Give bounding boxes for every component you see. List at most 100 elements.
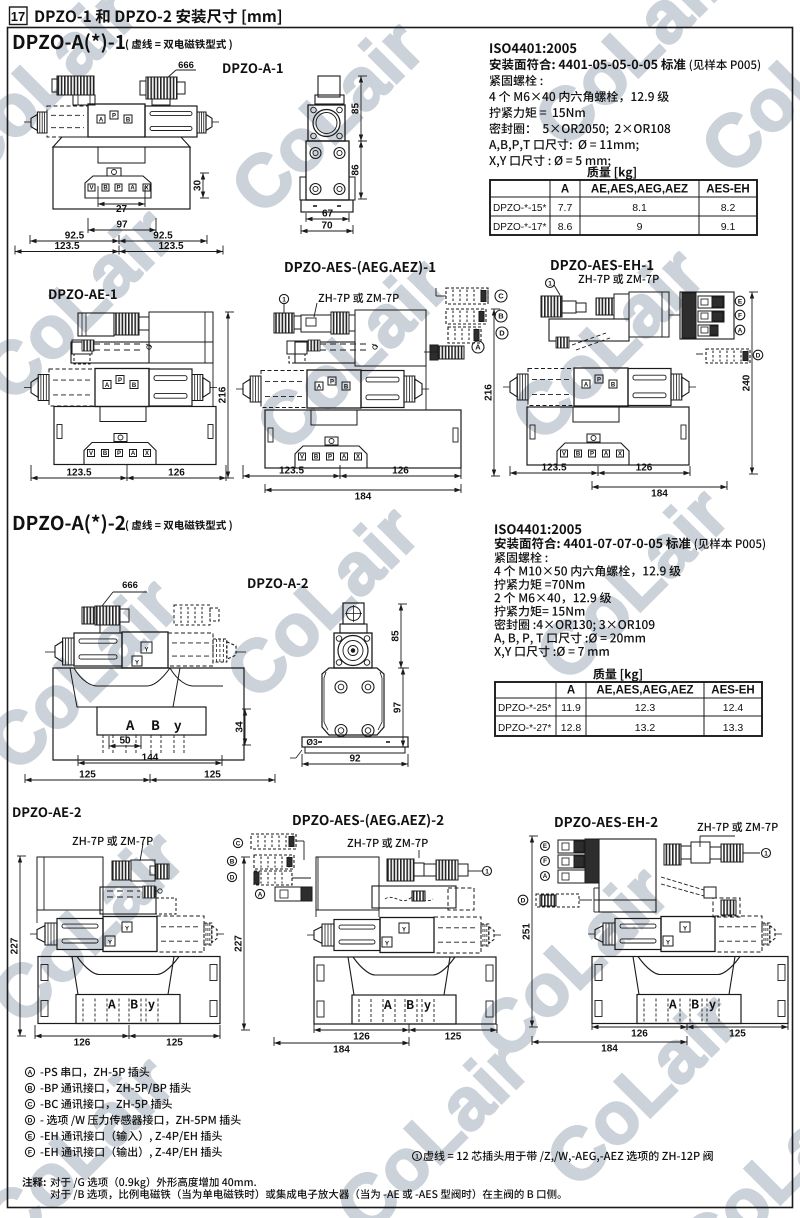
svg-text:251: 251 bbox=[522, 923, 533, 940]
svg-text:AES-EH: AES-EH bbox=[711, 685, 754, 697]
svg-text:B: B bbox=[132, 383, 137, 389]
svg-text:B: B bbox=[344, 384, 349, 390]
svg-text:Y: Y bbox=[144, 647, 148, 653]
svg-text:11.9: 11.9 bbox=[561, 702, 581, 714]
svg-text:Ø3: Ø3 bbox=[306, 737, 318, 747]
svg-text:P: P bbox=[597, 377, 601, 383]
svg-text:666: 666 bbox=[178, 60, 194, 71]
svg-text:97: 97 bbox=[393, 702, 404, 714]
svg-text:P: P bbox=[112, 113, 116, 119]
svg-text:Y: Y bbox=[385, 941, 389, 947]
svg-text:E: E bbox=[738, 298, 743, 305]
svg-text:85: 85 bbox=[351, 103, 362, 115]
svg-text:V: V bbox=[562, 451, 566, 457]
svg-text:P: P bbox=[590, 451, 594, 457]
svg-text:9.1: 9.1 bbox=[721, 221, 736, 233]
svg-text:7.7: 7.7 bbox=[558, 202, 573, 214]
svg-text:126: 126 bbox=[74, 1038, 91, 1049]
svg-text:C: C bbox=[236, 840, 241, 847]
svg-text:86: 86 bbox=[351, 164, 362, 176]
svg-text:F: F bbox=[543, 858, 547, 865]
svg-text:P: P bbox=[116, 185, 120, 191]
svg-text:123.5: 123.5 bbox=[541, 463, 566, 474]
svg-text:F: F bbox=[738, 312, 742, 319]
svg-text:184: 184 bbox=[601, 1044, 618, 1055]
svg-text:184: 184 bbox=[333, 1045, 350, 1056]
svg-text:12.8: 12.8 bbox=[561, 722, 582, 734]
svg-text:227: 227 bbox=[234, 935, 245, 952]
svg-text:30: 30 bbox=[193, 180, 204, 192]
svg-text:1: 1 bbox=[548, 280, 552, 287]
svg-text:125: 125 bbox=[79, 770, 96, 781]
svg-text:125: 125 bbox=[166, 1038, 183, 1049]
svg-text:A: A bbox=[604, 451, 609, 457]
svg-text:125: 125 bbox=[445, 1032, 462, 1043]
svg-text:126: 126 bbox=[168, 468, 185, 479]
svg-text:123.5: 123.5 bbox=[54, 241, 79, 252]
svg-text:AE,AES,AEG,AEZ: AE,AES,AEG,AEZ bbox=[591, 184, 688, 196]
svg-text:D: D bbox=[499, 329, 505, 338]
svg-text:C: C bbox=[28, 1101, 33, 1108]
svg-text:X: X bbox=[618, 451, 622, 457]
svg-text:D: D bbox=[28, 1117, 33, 1124]
svg-text:Y: Y bbox=[135, 660, 139, 666]
svg-text:1: 1 bbox=[415, 1153, 419, 1160]
svg-text:A: A bbox=[317, 384, 322, 390]
svg-text:184: 184 bbox=[355, 492, 372, 503]
svg-text:Y: Y bbox=[108, 940, 112, 946]
svg-text:13.3: 13.3 bbox=[723, 722, 744, 734]
svg-text:8.6: 8.6 bbox=[558, 221, 573, 233]
svg-text:B: B bbox=[576, 451, 581, 457]
svg-text:AE,AES,AEG,AEZ: AE,AES,AEG,AEZ bbox=[596, 685, 693, 697]
svg-text:V: V bbox=[300, 454, 304, 460]
svg-text:P: P bbox=[328, 454, 332, 460]
svg-text:B: B bbox=[314, 454, 319, 460]
svg-text:Y: Y bbox=[125, 926, 129, 932]
svg-text:126: 126 bbox=[392, 466, 409, 477]
svg-text:F: F bbox=[28, 1149, 32, 1156]
svg-text:DPZO-*-27*: DPZO-*-27* bbox=[498, 723, 551, 734]
svg-text:92.5: 92.5 bbox=[153, 231, 173, 242]
svg-text:D: D bbox=[230, 874, 235, 881]
svg-text:125: 125 bbox=[729, 1029, 746, 1040]
svg-text:D: D bbox=[521, 897, 526, 904]
svg-text:A: A bbox=[258, 891, 263, 898]
svg-text:B: B bbox=[498, 312, 504, 321]
svg-text:144: 144 bbox=[142, 753, 159, 764]
svg-text:A: A bbox=[342, 454, 347, 460]
svg-text:27: 27 bbox=[116, 204, 128, 215]
svg-text:DPZO-*-25*: DPZO-*-25* bbox=[498, 703, 551, 714]
svg-text:E: E bbox=[543, 843, 547, 850]
svg-text:X: X bbox=[145, 451, 149, 457]
svg-text:240: 240 bbox=[742, 374, 753, 391]
svg-text:V: V bbox=[89, 185, 93, 191]
svg-text:50: 50 bbox=[119, 736, 131, 747]
svg-text:A: A bbox=[131, 451, 136, 457]
svg-text:126: 126 bbox=[353, 1032, 370, 1043]
svg-text:Y: Y bbox=[683, 926, 687, 932]
svg-text:Y: Y bbox=[666, 940, 670, 946]
svg-text:A: A bbox=[567, 685, 575, 697]
svg-text:X: X bbox=[144, 185, 148, 191]
svg-text:B: B bbox=[28, 1085, 33, 1092]
svg-text:67: 67 bbox=[322, 209, 334, 220]
svg-text:P: P bbox=[117, 451, 121, 457]
svg-text:34: 34 bbox=[235, 721, 246, 733]
svg-text:12.3: 12.3 bbox=[635, 702, 656, 714]
svg-text:85: 85 bbox=[391, 630, 402, 642]
svg-text:92.5: 92.5 bbox=[65, 231, 85, 242]
svg-text:AES-EH: AES-EH bbox=[706, 184, 749, 196]
svg-text:126: 126 bbox=[636, 463, 653, 474]
svg-text:X: X bbox=[356, 454, 360, 460]
svg-text:184: 184 bbox=[651, 489, 668, 500]
svg-text:A: A bbox=[99, 117, 104, 123]
svg-text:DPZO-*-15*: DPZO-*-15* bbox=[493, 203, 546, 214]
svg-text:8.2: 8.2 bbox=[721, 202, 736, 214]
svg-text:V: V bbox=[89, 451, 93, 457]
svg-text:B: B bbox=[230, 858, 235, 865]
svg-text:CoLair: CoLair bbox=[520, 472, 744, 696]
svg-text:123.5: 123.5 bbox=[279, 466, 304, 477]
svg-text:E: E bbox=[28, 1133, 33, 1140]
svg-text:CoLair: CoLair bbox=[215, 5, 439, 229]
svg-text:P: P bbox=[330, 379, 334, 385]
